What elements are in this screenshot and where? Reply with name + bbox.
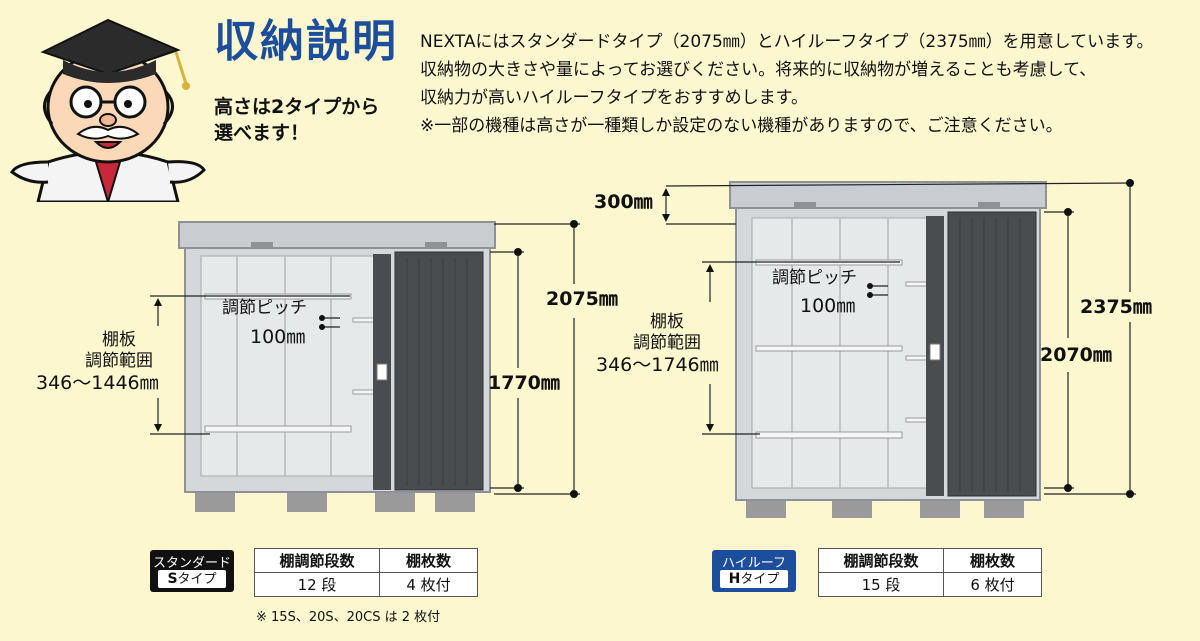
table-row: 15 段 6 枚付 — [818, 572, 1042, 597]
highroof-badge-letter: H — [728, 571, 741, 587]
table-row: 棚調節段数 棚枚数 — [254, 548, 478, 573]
standard-pitch-label: 調節ピッチ — [222, 298, 307, 318]
highroof-shelf-range-line-2: 調節範囲 — [633, 333, 701, 353]
table-cell: 6 枚付 — [943, 572, 1042, 597]
highroof-spec-table: 棚調節段数 棚枚数 15 段 6 枚付 — [818, 548, 1042, 597]
description-line-4: ※一部の機種は高さが一種類しか設定のない機種がありますので、ご注意ください。 — [420, 116, 1063, 136]
table-row: 12 段 4 枚付 — [254, 572, 478, 597]
subtitle-line-1: 高さは2タイプから — [214, 96, 380, 118]
highroof-badge-bottom: Hタイプ — [720, 570, 788, 588]
standard-spec-table: 棚調節段数 棚枚数 12 段 4 枚付 — [254, 548, 478, 597]
standard-badge-bottom: Sタイプ — [158, 570, 226, 588]
standard-type-badge: スタンダード Sタイプ — [150, 550, 234, 592]
standard-shelf-range-value: 346～1446㎜ — [36, 372, 159, 394]
subtitle-line-2: 選べます！ — [214, 122, 310, 144]
table-row: 棚調節段数 棚枚数 — [818, 548, 1042, 573]
standard-inner-height: 1770㎜ — [488, 372, 560, 394]
highroof-shelf-range-line-1: 棚板 — [650, 312, 684, 332]
standard-badge-suffix: タイプ — [177, 572, 217, 587]
table-header-cell: 棚調節段数 — [254, 548, 380, 573]
standard-footnote: ※ 15S、20S、20CS は 2 枚付 — [256, 610, 441, 625]
standard-badge-letter: S — [167, 571, 178, 587]
standard-shelf-range-line-2: 調節範囲 — [85, 351, 153, 371]
highroof-badge-top: ハイルーフ — [722, 556, 786, 571]
subtitle: 高さは2タイプから 選べます！ — [214, 94, 379, 146]
highroof-pitch-value: 100㎜ — [800, 295, 856, 317]
standard-shelf-range-line-1: 棚板 — [102, 330, 136, 350]
highroof-shed-illustration — [729, 181, 1047, 518]
page-title: 収納説明 — [214, 16, 398, 67]
highroof-badge-suffix: タイプ — [740, 572, 780, 587]
table-header-cell: 棚調節段数 — [818, 548, 944, 573]
standard-pitch-value: 100㎜ — [250, 326, 306, 348]
standard-total-height: 2075㎜ — [546, 288, 618, 310]
description-line-2: 収納物の大きさや量によってお選びください。将来的に収納物が増えることも考慮して、 — [420, 60, 1097, 80]
highroof-total-height: 2375㎜ — [1080, 296, 1152, 318]
highroof-extra-height: 300㎜ — [594, 191, 653, 213]
table-header-cell: 棚枚数 — [943, 548, 1042, 573]
highroof-inner-height: 2070㎜ — [1040, 344, 1112, 366]
description-line-1: NEXTAにはスタンダードタイプ（2075㎜）とハイルーフタイプ（2375㎜）を… — [420, 32, 1154, 52]
standard-badge-top: スタンダード — [152, 556, 231, 571]
description-line-3: 収納力が高いハイルーフタイプをおすすめします。 — [420, 88, 808, 108]
highroof-type-badge: ハイルーフ Hタイプ — [712, 550, 796, 592]
standard-shed-illustration — [178, 221, 496, 512]
description: NEXTAにはスタンダードタイプ（2075㎜）とハイルーフタイプ（2375㎜）を… — [420, 28, 1190, 140]
table-cell: 15 段 — [818, 572, 944, 597]
table-cell: 12 段 — [254, 572, 380, 597]
professor-mascot-icon — [10, 18, 206, 202]
highroof-shelf-range-value: 346～1746㎜ — [596, 354, 719, 376]
highroof-pitch-label: 調節ピッチ — [772, 268, 857, 288]
table-cell: 4 枚付 — [379, 572, 478, 597]
table-header-cell: 棚枚数 — [379, 548, 478, 573]
standard-shelf-range-label: 棚板 調節範囲 — [64, 330, 174, 372]
highroof-shelf-range-label: 棚板 調節範囲 — [612, 312, 722, 354]
